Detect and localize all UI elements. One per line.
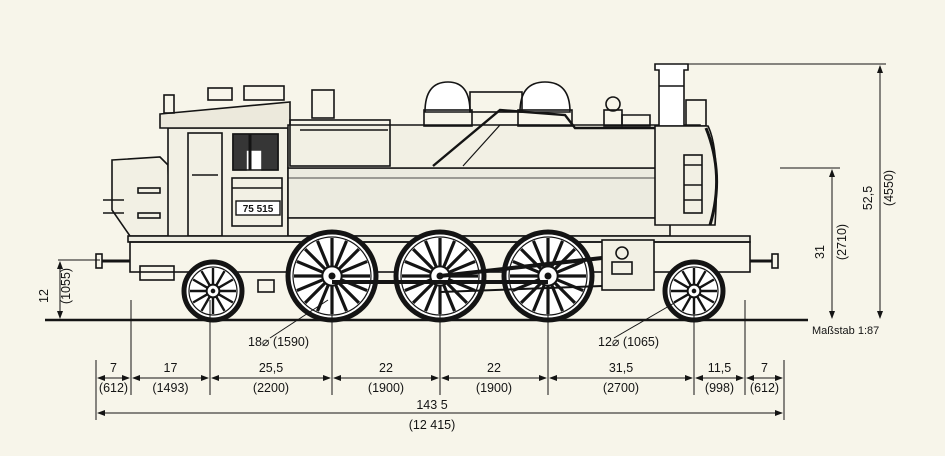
air-pump xyxy=(683,154,703,214)
horizontal-dimensions: 7 (612) 17 (1493) 25,5 (2200) 22 (1900) 22 (1900)… xyxy=(95,300,785,395)
valve-rod xyxy=(439,285,603,293)
overall-length-dimension xyxy=(95,360,785,420)
dim-segment-real: (1900) xyxy=(368,381,404,395)
dim-segment-real: (2700) xyxy=(603,381,639,395)
dim-segment-real: (1900) xyxy=(476,381,512,395)
cab-plate-area xyxy=(231,177,283,227)
overall-length-real: (12 415) xyxy=(409,418,456,432)
coal-bunker xyxy=(111,156,171,237)
smokebox-door xyxy=(704,127,719,226)
dim-segment-mm: 7 xyxy=(761,361,768,375)
roof-vent-2 xyxy=(243,85,285,101)
callout-carrying-wheel: 12⌀ (1065) xyxy=(598,335,659,349)
front-buffer xyxy=(771,253,779,269)
dim-segment-real: (2200) xyxy=(253,381,289,395)
dim-boiler-mm: 31 xyxy=(813,245,827,259)
dim-segment-real: (998) xyxy=(705,381,734,395)
dim-segment-mm: 17 xyxy=(164,361,178,375)
rods xyxy=(332,256,603,293)
dim-segment-mm: 31,5 xyxy=(609,361,633,375)
dim-segment-real: (1493) xyxy=(152,381,188,395)
dim-segment-real: (612) xyxy=(99,381,128,395)
dim-segment-mm: 7 xyxy=(110,361,117,375)
cylinder xyxy=(601,239,655,291)
cab-roof xyxy=(159,101,291,129)
bunker-slot-2 xyxy=(137,212,161,219)
bunker-slot-1 xyxy=(137,187,161,194)
smokebox xyxy=(654,125,718,226)
dim-buffer-real: (1055) xyxy=(59,268,73,304)
chimney-cab-stack xyxy=(311,89,335,119)
dim-total-mm: 52,5 xyxy=(861,186,875,210)
callout-lines xyxy=(269,299,677,339)
dim-boiler-real: (2710) xyxy=(835,224,849,260)
dim-segment-mm: 25,5 xyxy=(259,361,283,375)
vertical-dimensions xyxy=(57,63,886,319)
sand-box xyxy=(289,119,391,167)
overall-length-mm: 143 5 xyxy=(416,398,447,412)
connecting-rod xyxy=(439,256,603,278)
rear-carrying-wheel xyxy=(181,259,245,323)
side-tank xyxy=(287,167,671,219)
roof-vent-1 xyxy=(207,87,233,101)
scale-label: Maßstab 1:87 xyxy=(812,325,879,337)
steam-dome xyxy=(424,81,471,113)
callout-driving-wheel: 18⌀ (1590) xyxy=(248,335,309,349)
number-plate xyxy=(235,200,281,216)
steam-pipe xyxy=(432,108,655,167)
sand-dome xyxy=(519,81,571,113)
number-plate-text: 75 515 xyxy=(243,204,274,215)
chimney xyxy=(654,63,689,127)
dim-total-real: (4550) xyxy=(882,170,896,206)
rear-buffer xyxy=(95,253,103,269)
front-carrying-wheel xyxy=(662,259,726,323)
dim-buffer-mm: 12 xyxy=(37,289,51,303)
dim-segment-mm: 11,5 xyxy=(708,361,731,375)
dim-segment-real: (612) xyxy=(750,381,779,395)
dim-segment-mm: 22 xyxy=(487,361,501,375)
dim-segment-mm: 22 xyxy=(379,361,393,375)
